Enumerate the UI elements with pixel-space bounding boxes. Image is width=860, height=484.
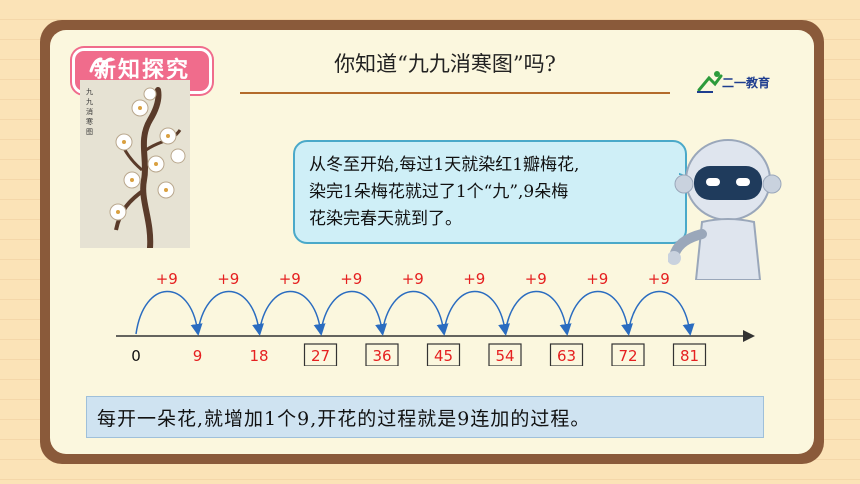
tick-value: 18 — [249, 347, 268, 365]
answer-box[interactable] — [426, 343, 461, 366]
summary-text: 每开一朵花,就增加1个9,开花的过程就是9连加的过程。 — [97, 408, 591, 430]
speech-bubble-text: 从冬至开始,每过1天就染红1瓣梅花, 染完1朵梅花就过了1个“九”,9朵梅 花染… — [309, 152, 675, 233]
jump-arc — [319, 290, 388, 336]
speech-line: 从冬至开始,每过1天就染红1瓣梅花, — [309, 155, 580, 175]
painting-caption-char: 九 — [86, 87, 93, 96]
painting-caption-char: 消 — [86, 107, 93, 116]
answer-box[interactable] — [611, 343, 645, 366]
jump-arc — [135, 290, 203, 336]
speech-line: 染完1朵梅花就过了1个“九”,9朵梅 — [309, 182, 569, 202]
jump-arc — [196, 290, 265, 336]
jump-arc — [442, 290, 511, 336]
tick-value: 45 — [434, 347, 453, 365]
start-label: 0 — [131, 347, 141, 365]
content-area: 新知探究 你知道“九九消寒图”吗? 二一教育 — [50, 30, 814, 454]
plum-blossom-painting: 九 九 消 寒 图 — [80, 80, 190, 251]
plum-branch-icon: 九 九 消 寒 图 — [86, 87, 186, 251]
logo-runner-icon — [697, 71, 723, 93]
step-label: +9 — [402, 270, 424, 288]
blackboard-frame: 新知探究 你知道“九九消寒图”吗? 二一教育 — [40, 20, 824, 464]
answer-box[interactable] — [365, 343, 399, 366]
number-line: +9 +9 +9 +9 +9 +9 +9 +9 +9 0 9 18 27 36 45 54 63 72 81 — [116, 270, 755, 366]
section-badge-label: 新知探究 — [93, 58, 190, 83]
summary-box: 每开一朵花,就增加1个9,开花的过程就是9连加的过程。 — [86, 396, 764, 438]
robot-icon — [668, 139, 782, 280]
step-label: +9 — [340, 270, 362, 288]
speech-line: 花染完春天就到了。 — [309, 209, 462, 229]
title-underline — [240, 92, 670, 94]
painting-caption-char: 九 — [86, 97, 93, 106]
badge-quote-icon — [89, 57, 113, 73]
step-label: +9 — [648, 270, 670, 288]
section-badge: 新知探究 — [72, 48, 212, 94]
tick-value: 27 — [311, 347, 330, 365]
speech-bubble: 从冬至开始,每过1天就染红1瓣梅花, 染完1朵梅花就过了1个“九”,9朵梅 花染… — [293, 140, 703, 244]
logo-text: 二一教育 — [722, 76, 771, 90]
answer-box[interactable] — [672, 343, 707, 366]
tick-value: 72 — [618, 347, 637, 365]
jump-arc — [381, 290, 449, 336]
step-label: +9 — [525, 270, 547, 288]
jump-arc — [504, 290, 572, 336]
step-label: +9 — [463, 270, 485, 288]
step-label: +9 — [217, 270, 239, 288]
tick-value: 63 — [557, 347, 576, 365]
answer-box[interactable] — [488, 343, 522, 366]
page-title: 你知道“九九消寒图”吗? — [334, 52, 556, 76]
step-label: +9 — [586, 270, 608, 288]
jump-arc — [627, 290, 695, 336]
painting-caption-char: 图 — [86, 128, 93, 136]
tick-value: 36 — [372, 347, 391, 365]
painting-caption-char: 寒 — [86, 117, 93, 126]
step-label: +9 — [156, 270, 178, 288]
jump-arc — [258, 290, 326, 336]
tick-value: 9 — [193, 347, 203, 365]
step-label: +9 — [279, 270, 301, 288]
tick-value: 81 — [680, 347, 699, 365]
answer-box[interactable] — [303, 343, 338, 366]
tick-value: 54 — [495, 347, 514, 365]
jump-arc — [565, 290, 634, 336]
answer-box[interactable] — [549, 343, 584, 366]
